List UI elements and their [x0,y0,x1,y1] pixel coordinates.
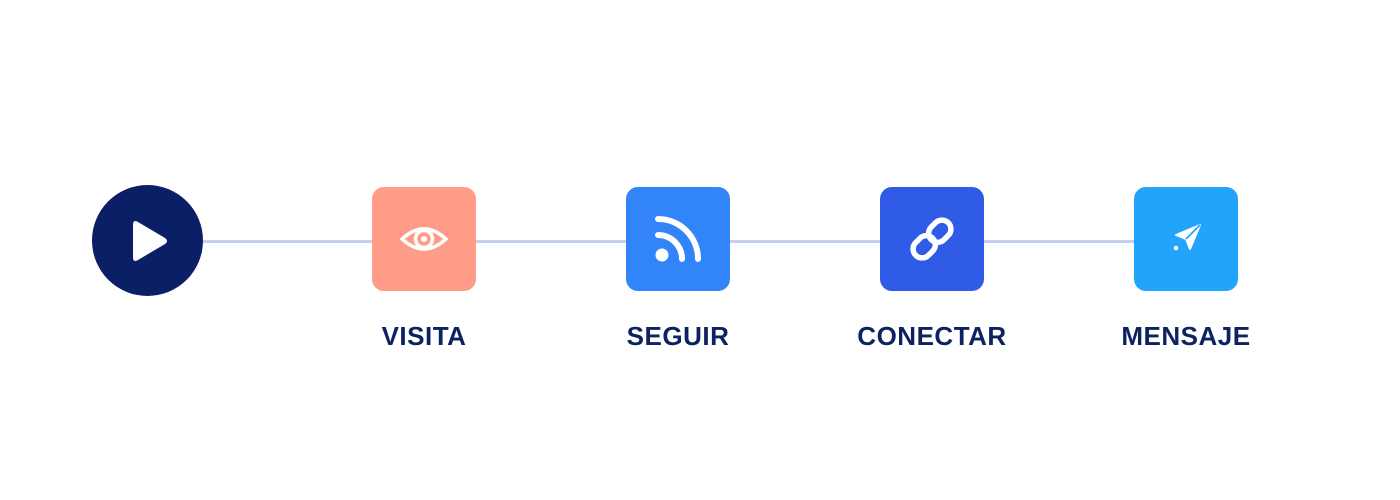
step-mensaje: MENSAJE [1086,187,1286,352]
send-icon [1173,224,1201,251]
step-conectar: CONECTAR [832,187,1032,352]
link-icon [910,217,954,261]
play-icon [132,220,167,261]
step-label-mensaje: MENSAJE [1121,321,1251,351]
seguir-tile[interactable] [626,187,730,291]
step-seguir: SEGUIR [578,187,778,352]
start-play-button[interactable] [92,185,203,296]
eye-icon [400,227,448,251]
visita-tile[interactable] [372,187,476,291]
step-visita: VISITA [324,187,524,352]
step-label-conectar: CONECTAR [857,321,1007,351]
step-label-visita: VISITA [381,321,467,351]
rss-icon [655,216,701,262]
mensaje-tile[interactable] [1134,187,1238,291]
step-label-seguir: SEGUIR [626,321,730,351]
conectar-tile[interactable] [880,187,984,291]
